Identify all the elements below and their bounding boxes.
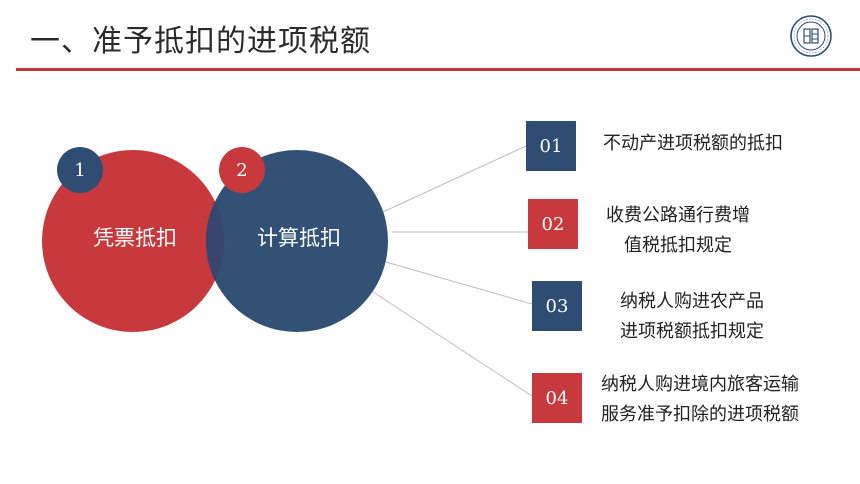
item-text-02-line-1: 收费公路通行费增 xyxy=(606,205,750,226)
number-box-02: 02 xyxy=(528,199,578,249)
circle-label-right: 计算抵扣 xyxy=(257,226,341,250)
item-text-04: 纳税人购进境内旅客运输 服务准予扣除的进项税额 xyxy=(601,370,799,430)
slide-title: 一、准予抵扣的进项税额 xyxy=(30,24,371,59)
item-text-01-line-1: 不动产进项税额的抵扣 xyxy=(603,133,783,154)
circle-blue xyxy=(206,150,388,332)
item-text-03-line-1: 纳税人购进农产品 xyxy=(620,291,764,312)
connector-line-04 xyxy=(369,289,533,397)
title-underline xyxy=(16,68,860,71)
item-text-03: 纳税人购进农产品 进项税额抵扣规定 xyxy=(620,287,764,347)
badge-2: 2 xyxy=(219,147,265,193)
item-text-01: 不动产进项税额的抵扣 xyxy=(603,129,783,159)
item-text-02-line-2: 值税抵扣规定 xyxy=(624,235,732,256)
item-text-02: 收费公路通行费增 值税抵扣规定 xyxy=(606,201,750,261)
connector-line-01 xyxy=(382,145,527,213)
item-text-04-line-2: 服务准予扣除的进项税额 xyxy=(601,404,799,425)
circle-label-left: 凭票抵扣 xyxy=(93,226,177,250)
number-box-04: 04 xyxy=(532,373,582,423)
connector-line-03 xyxy=(385,261,533,305)
circle-overlap xyxy=(205,201,225,281)
number-box-01: 01 xyxy=(526,121,576,171)
university-seal-icon xyxy=(790,15,832,57)
item-text-03-line-2: 进项税额抵扣规定 xyxy=(620,321,764,342)
circle-red xyxy=(42,150,224,332)
number-box-03: 03 xyxy=(532,281,582,331)
badge-1: 1 xyxy=(57,147,103,193)
item-text-04-line-1: 纳税人购进境内旅客运输 xyxy=(601,374,799,395)
